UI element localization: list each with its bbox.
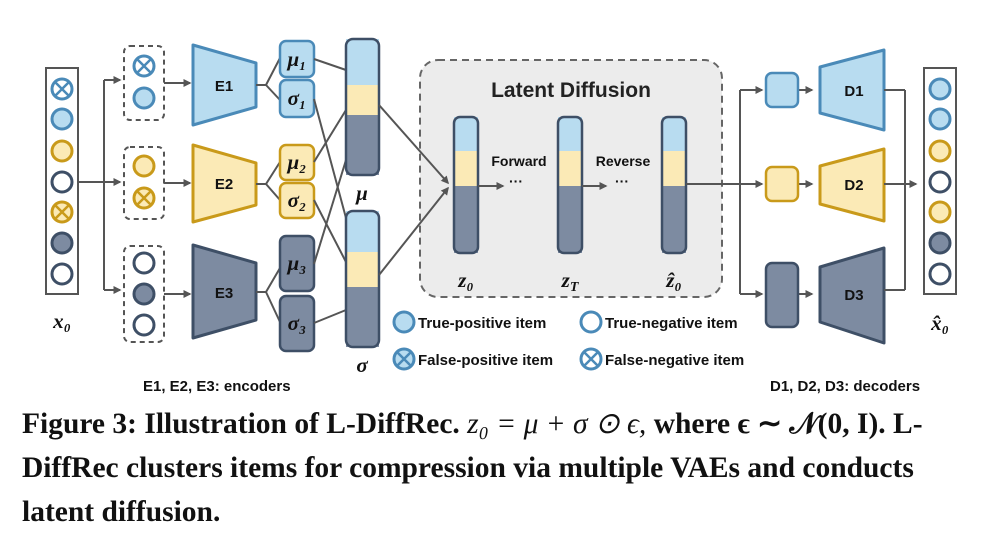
decoder-input-lines (686, 86, 814, 298)
encoder-e1: E1 (191, 43, 258, 127)
latent-diffusion-title: Latent Diffusion (491, 79, 651, 102)
d3-input-box (764, 261, 800, 329)
d1-input-box (764, 71, 800, 109)
decoder-d2: D2 (818, 147, 886, 223)
z0-vector (452, 115, 480, 255)
svg-text:σ₃: σ₃ (288, 311, 307, 335)
forward-dots: ··· (509, 173, 523, 189)
decoder-output-lines (884, 89, 918, 291)
svg-text:E1: E1 (215, 78, 233, 95)
legend-true-positive: True-positive item (418, 315, 546, 332)
svg-text:σ₁: σ₁ (288, 86, 307, 110)
input-item-true-positive (50, 139, 74, 163)
cluster-1 (123, 45, 165, 121)
input-branch-arrows (78, 76, 122, 294)
caption-prefix: Figure 3: Illustration of L-DiffRec. (22, 408, 460, 440)
svg-text:D2: D2 (844, 177, 863, 194)
encoder-e3: E3 (191, 243, 258, 340)
svg-text:μ₁: μ₁ (286, 47, 306, 71)
sigma2-box: σ₂ (278, 181, 316, 220)
concat-lines (313, 58, 347, 324)
legend-false-negative: False-negative item (605, 352, 744, 369)
caption-formula: z₀ = μ + σ ⊙ ϵ, (467, 408, 647, 440)
cluster-3 (123, 245, 165, 343)
legend-true-negative-icon (579, 310, 603, 334)
input-item-true-positive (50, 231, 74, 255)
output-item-column (923, 67, 957, 295)
forward-label: Forward (491, 153, 546, 169)
sigma-vector (344, 209, 381, 349)
mu-vector (344, 37, 381, 177)
mu-label: μ (355, 181, 368, 205)
svg-text:μ₂: μ₂ (286, 150, 306, 174)
svg-text:D3: D3 (844, 287, 863, 304)
sigma1-box: σ₁ (278, 78, 316, 119)
legend-false-positive-icon (392, 347, 416, 371)
cluster-encoder-arrows (164, 79, 192, 298)
input-item-true-negative (50, 170, 74, 194)
z0-label: z₀ (457, 268, 474, 292)
legend-true-positive-icon (392, 310, 416, 334)
input-item-column (45, 67, 79, 295)
input-item-true-negative (50, 262, 74, 286)
l-diffrec-diagram: Latent Diffusion x₀ (45, 37, 957, 395)
mu1-box: μ₁ (278, 39, 316, 79)
input-label: x₀ (52, 309, 71, 333)
d2-input-box (764, 165, 800, 203)
input-item-false-negative (50, 77, 74, 101)
encoder-e2: E2 (191, 143, 258, 224)
mu2-box: μ₂ (278, 143, 316, 182)
sigma-label: σ (356, 353, 368, 377)
reparam-lines (378, 104, 449, 276)
caption-text: where ϵ ∼ 𝒩(0, I). L-DiffRec clusters it… (22, 408, 923, 528)
input-item-true-positive (50, 107, 74, 131)
svg-text:σ₂: σ₂ (288, 188, 307, 212)
mu3-box: μ₃ (278, 234, 316, 293)
svg-text:μ₃: μ₃ (286, 251, 306, 275)
input-item-false-positive (50, 200, 74, 224)
reverse-label: Reverse (596, 153, 651, 169)
legend-false-negative-icon (579, 347, 603, 371)
output-label: x̂₀ (930, 311, 949, 335)
legend-true-negative: True-negative item (605, 315, 738, 332)
zhat0-label: ẑ₀ (665, 268, 682, 292)
legend-false-positive: False-positive item (418, 352, 553, 369)
sigma3-box: σ₃ (278, 294, 316, 353)
cluster-2 (123, 146, 165, 220)
zhat0-vector (660, 115, 688, 255)
encoders-note: E1, E2, E3: encoders (143, 378, 291, 395)
svg-text:D1: D1 (844, 83, 863, 100)
svg-text:E2: E2 (215, 176, 233, 193)
decoder-d3: D3 (818, 246, 886, 345)
svg-text:E3: E3 (215, 285, 233, 302)
decoders-note: D1, D2, D3: decoders (770, 378, 920, 395)
zT-vector (556, 115, 584, 255)
encoder-output-lines (256, 57, 281, 323)
decoder-d1: D1 (818, 48, 886, 132)
reverse-dots: ··· (615, 173, 629, 189)
figure-caption: Figure 3: Illustration of L-DiffRec. z₀ … (22, 402, 988, 534)
legend: True-positive item True-negative item Fa… (392, 310, 744, 371)
